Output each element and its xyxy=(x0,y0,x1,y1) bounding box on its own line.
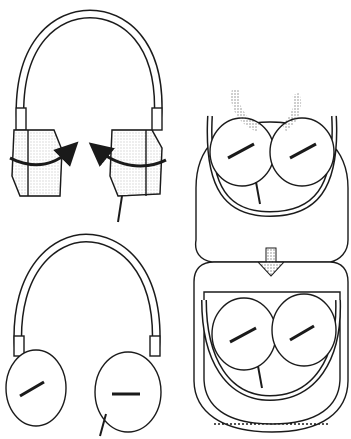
case-folding-figure xyxy=(194,90,348,432)
audio-cable xyxy=(118,196,122,222)
headphones-unfolded-figure xyxy=(6,238,161,436)
headband xyxy=(20,14,158,118)
headphones-rotate-figure xyxy=(10,14,166,222)
left-ear-cup xyxy=(6,350,66,426)
right-ear-cup xyxy=(95,352,161,436)
headband xyxy=(18,238,157,348)
